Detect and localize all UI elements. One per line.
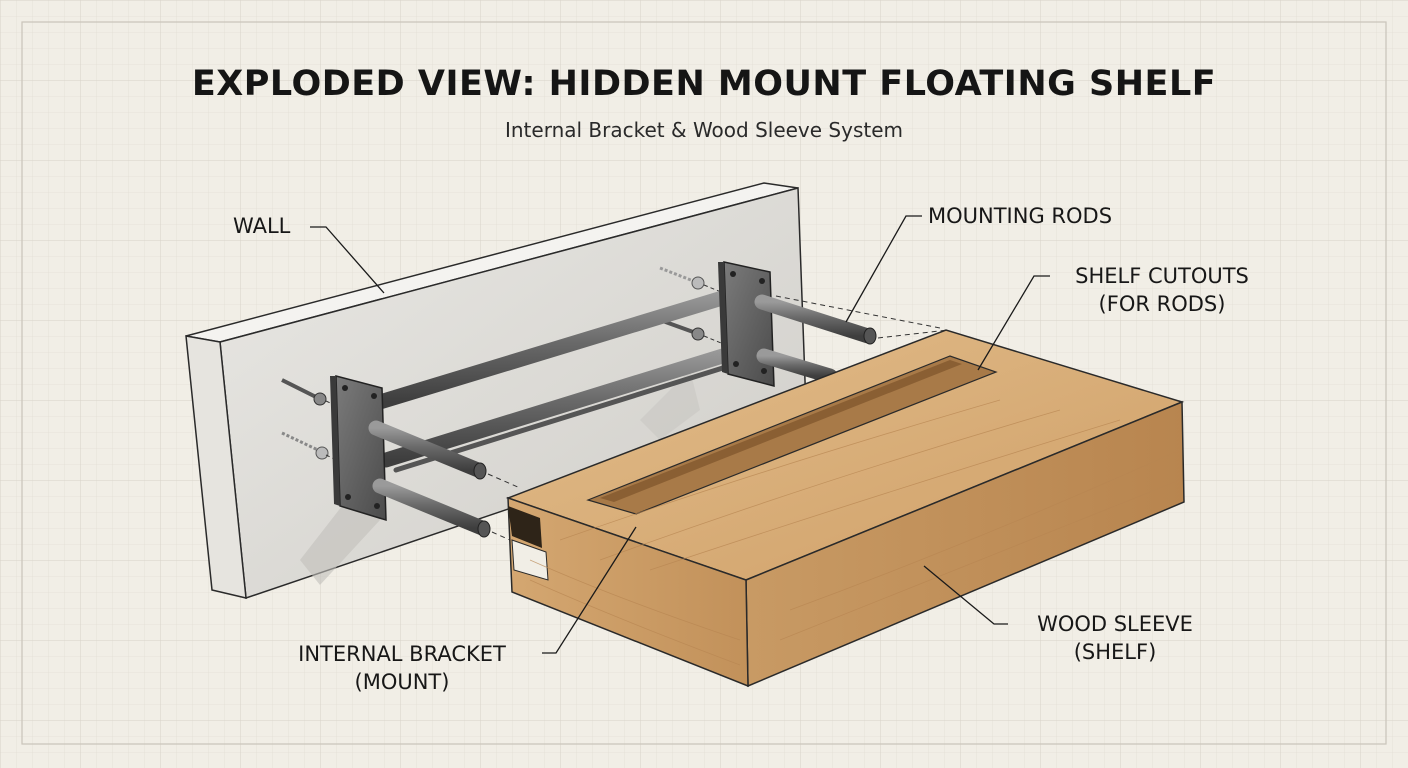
internal-bracket-leader <box>542 526 637 654</box>
label-internal-bracket-line1: INTERNAL BRACKET <box>298 642 506 666</box>
label-shelf-cutouts: SHELF CUTOUTS (FOR RODS) <box>1058 262 1266 318</box>
label-internal-bracket: INTERNAL BRACKET (MOUNT) <box>262 640 542 696</box>
label-wall: WALL <box>233 214 291 238</box>
page-title: EXPLODED VIEW: HIDDEN MOUNT FLOATING SHE… <box>191 64 1217 104</box>
label-shelf-cutouts-line1: SHELF CUTOUTS <box>1075 264 1249 288</box>
label-shelf-cutouts-line2: (FOR RODS) <box>1098 292 1226 316</box>
page-subtitle: Internal Bracket & Wood Sleeve System <box>504 118 904 142</box>
wood-sleeve <box>505 329 1185 688</box>
wall-leader <box>310 226 385 294</box>
frame-border <box>21 21 1387 745</box>
label-wood-sleeve-line1: WOOD SLEEVE <box>1037 612 1193 636</box>
label-wood-sleeve-line2: (SHELF) <box>1073 640 1157 664</box>
wood-sleeve-leader <box>923 565 1008 625</box>
leader-lines <box>310 215 1050 654</box>
mounting-rods-leader <box>845 215 922 323</box>
label-mounting-rods: MOUNTING RODS <box>928 204 1113 228</box>
shelf-cutouts-leader <box>977 275 1050 371</box>
label-wood-sleeve: WOOD SLEEVE (SHELF) <box>1010 610 1220 666</box>
internal-bracket <box>330 261 877 538</box>
label-internal-bracket-line2: (MOUNT) <box>354 670 450 694</box>
